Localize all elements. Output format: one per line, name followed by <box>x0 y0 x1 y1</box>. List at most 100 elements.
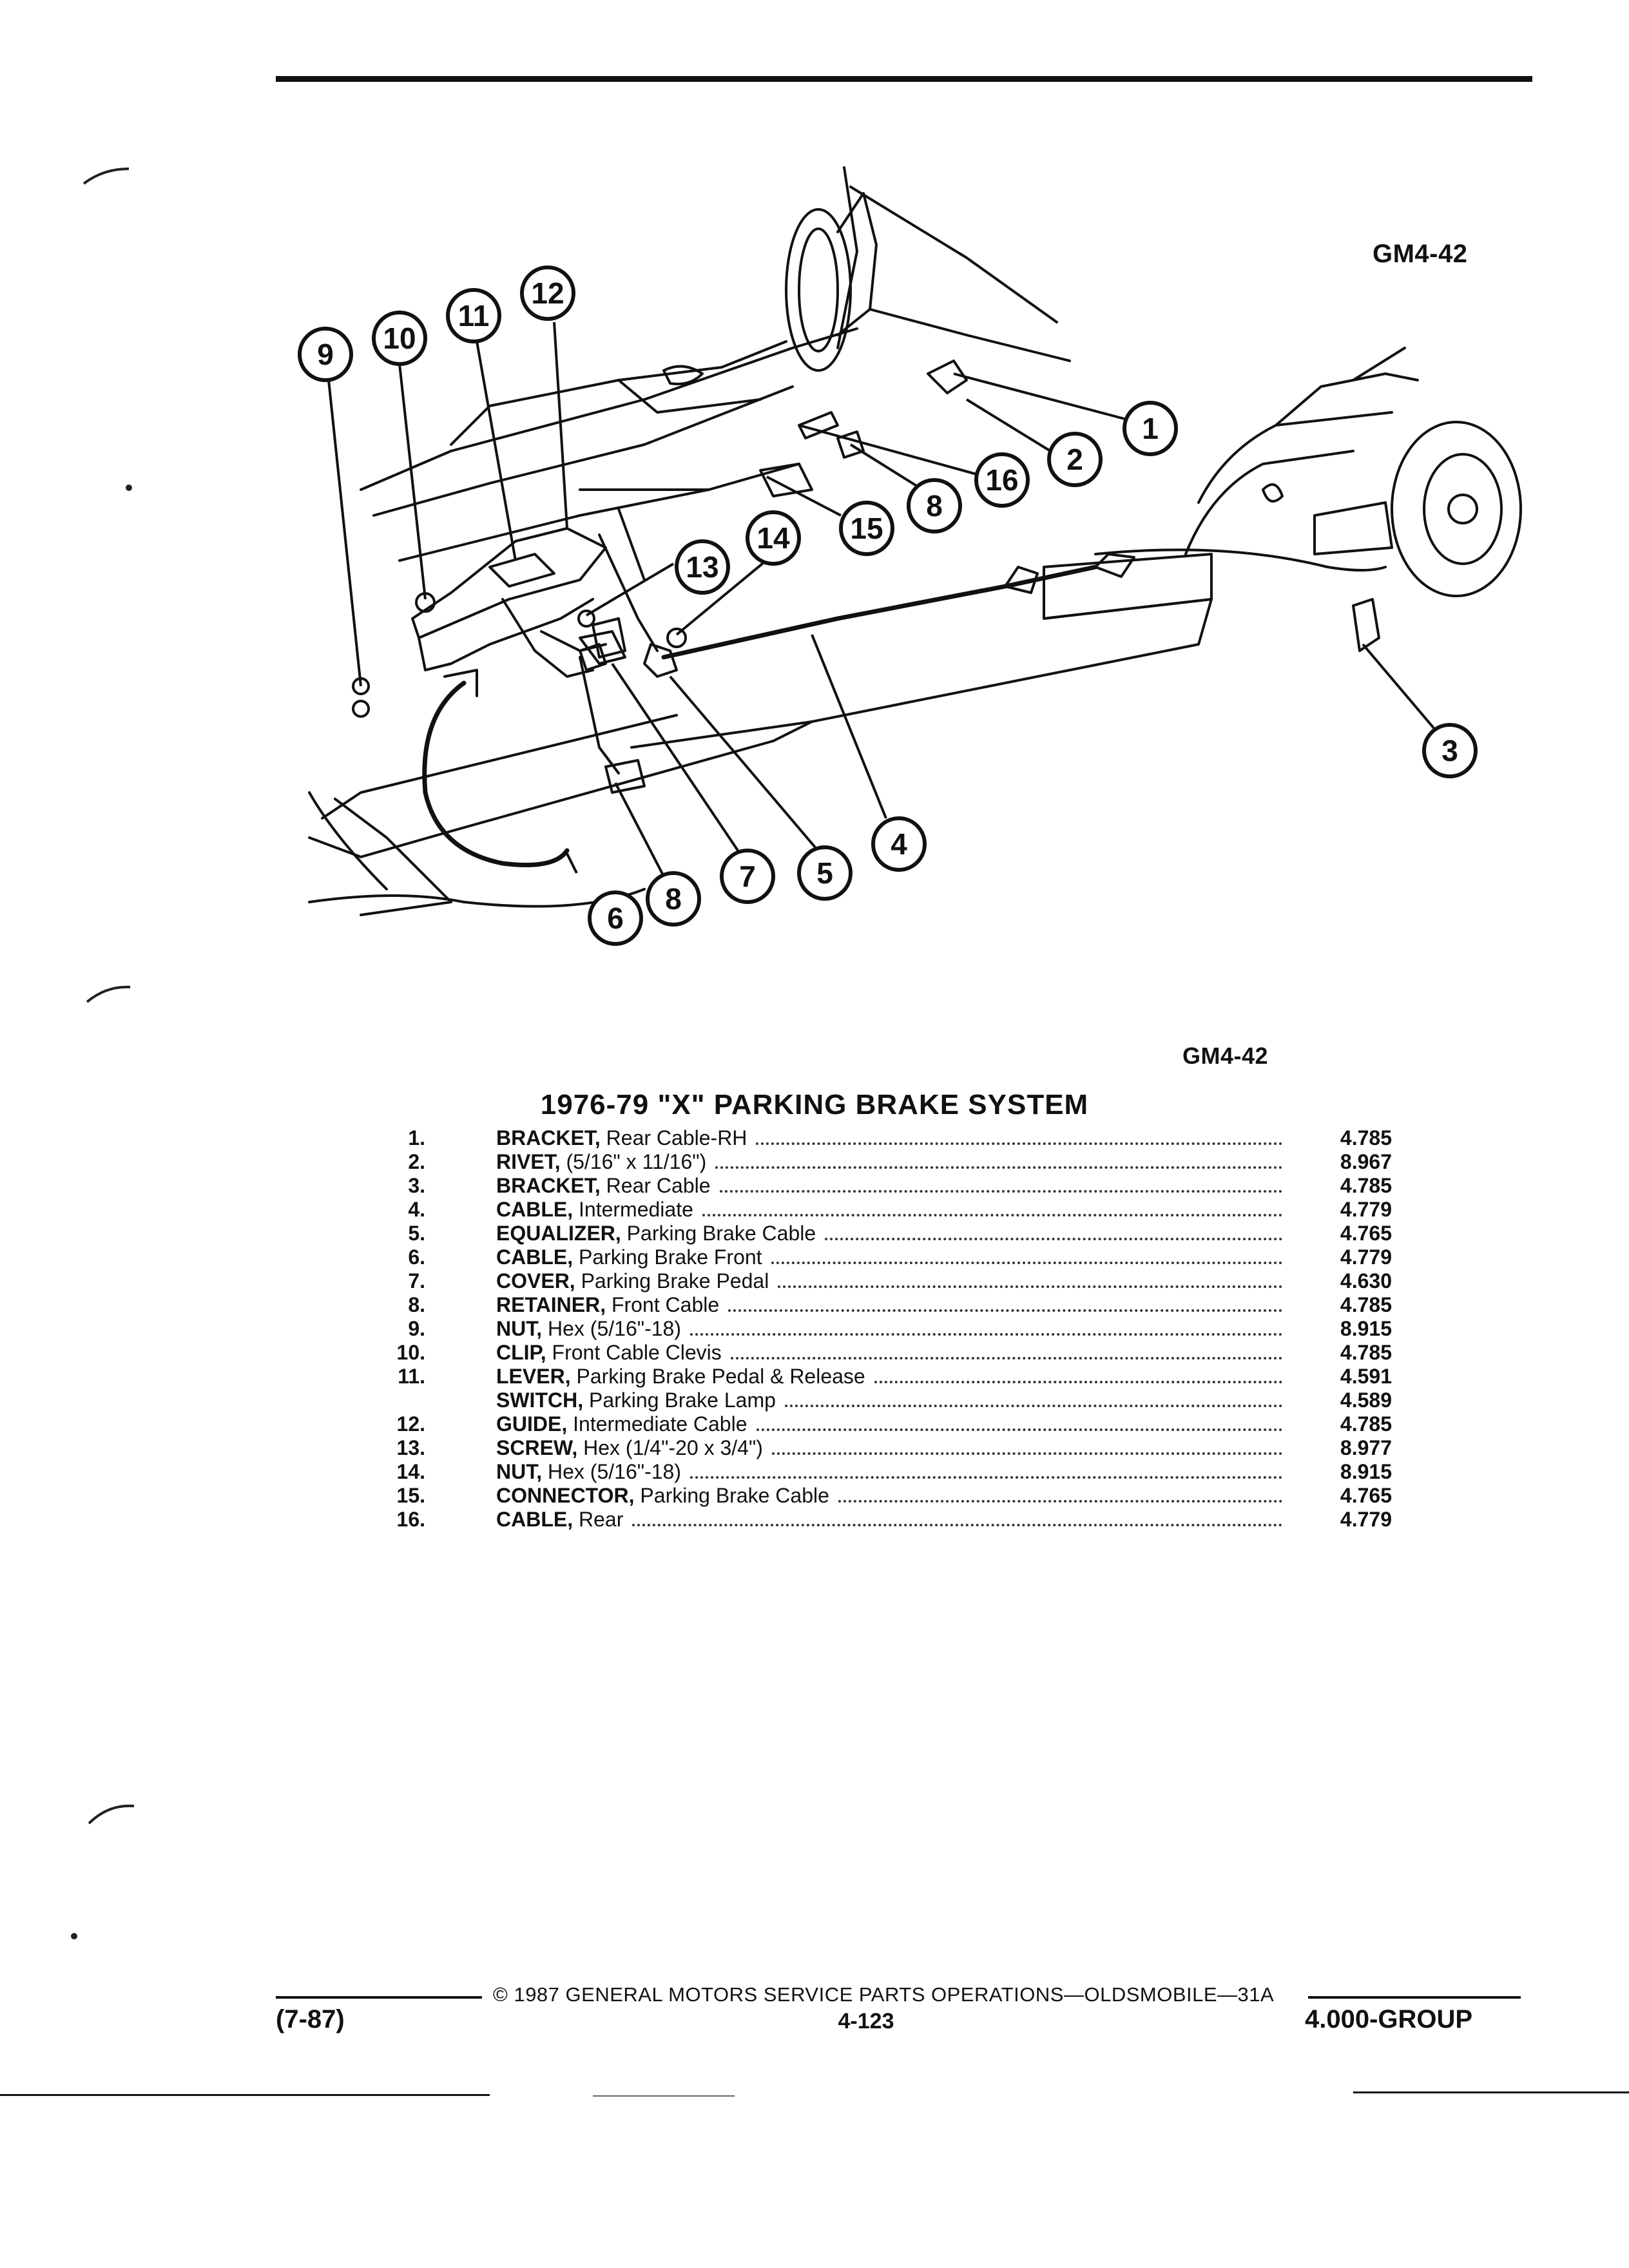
svg-text:12: 12 <box>531 276 564 310</box>
item-group-number: 4.779 <box>1340 1508 1392 1531</box>
item-description: CLIP, Front Cable Clevis <box>496 1341 722 1365</box>
item-name: COVER, <box>496 1269 575 1293</box>
item-detail: Hex (5/16"-18) <box>542 1460 681 1483</box>
svg-text:13: 13 <box>686 550 718 584</box>
item-description: LEVER, Parking Brake Pedal & Release <box>496 1365 865 1389</box>
item-number: 10. <box>396 1341 425 1364</box>
revision-date: (7-87) <box>276 2005 345 2033</box>
parts-list-row: 2.RIVET, (5/16" x 11/16")8.967 <box>361 1150 1392 1174</box>
item-number: 3. <box>408 1174 425 1197</box>
item-group-number: 4.765 <box>1340 1222 1392 1245</box>
leader-dots <box>874 1365 1282 1383</box>
callout-13: 13 <box>675 539 730 595</box>
item-description: CONNECTOR, Parking Brake Cable <box>496 1484 829 1508</box>
item-description: NUT, Hex (5/16"-18) <box>496 1460 681 1484</box>
leader-dots <box>756 1413 1282 1431</box>
svg-text:14: 14 <box>757 521 790 555</box>
parking-brake-diagram: 1 2 3 4 5 6 7 8 8 9 10 11 12 13 14 15 16 <box>0 0 1629 1018</box>
diagram-linework <box>308 166 1522 916</box>
item-detail: Parking Brake Front <box>573 1245 762 1269</box>
svg-text:6: 6 <box>607 901 624 935</box>
svg-text:3: 3 <box>1441 734 1458 767</box>
svg-text:15: 15 <box>850 512 883 545</box>
item-name: RETAINER, <box>496 1293 606 1316</box>
item-name: BRACKET, <box>496 1174 601 1197</box>
figure-code-bottom: GM4-42 <box>1182 1043 1269 1069</box>
item-name: BRACKET, <box>496 1126 601 1149</box>
item-group-number: 8.967 <box>1340 1150 1392 1173</box>
callout-8-upper: 8 <box>907 478 962 533</box>
svg-text:4: 4 <box>891 827 907 861</box>
item-name: NUT, <box>496 1460 543 1483</box>
parts-list-row: 16. CABLE, Rear 4.779 <box>361 1508 1392 1532</box>
item-group-number: 4.785 <box>1340 1412 1392 1436</box>
leader-dots <box>771 1437 1282 1455</box>
item-description: CABLE, Rear <box>496 1508 623 1532</box>
callout-1: 1 <box>1123 401 1178 456</box>
item-detail: Front Cable <box>606 1293 720 1316</box>
callout-11: 11 <box>446 288 501 343</box>
item-name: CABLE, <box>496 1198 574 1221</box>
leader-dots <box>719 1175 1282 1193</box>
leader-dots <box>838 1485 1282 1503</box>
leader-dots <box>728 1294 1282 1312</box>
item-description: CABLE, Intermediate <box>496 1198 693 1222</box>
item-detail: Parking Brake Cable <box>634 1484 829 1507</box>
item-detail: Front Cable Clevis <box>546 1341 722 1364</box>
item-number: 2. <box>408 1150 425 1173</box>
item-number: 7. <box>408 1269 425 1293</box>
item-description: CABLE, Parking Brake Front <box>496 1245 762 1269</box>
item-number: 6. <box>408 1245 425 1269</box>
item-number: 14. <box>396 1460 425 1483</box>
group-label: 4.000-GROUP <box>1305 2005 1473 2033</box>
svg-text:11: 11 <box>458 299 490 332</box>
item-description: GUIDE, Intermediate Cable <box>496 1412 747 1436</box>
svg-text:5: 5 <box>816 856 833 890</box>
item-detail: Hex (1/4"-20 x 3/4") <box>577 1436 763 1459</box>
item-number: 15. <box>396 1484 425 1507</box>
callout-2: 2 <box>1047 432 1103 487</box>
svg-text:7: 7 <box>739 860 756 893</box>
callout-14: 14 <box>746 510 801 566</box>
item-detail: Rear Cable-RH <box>600 1126 747 1149</box>
item-number: 16. <box>396 1508 425 1531</box>
svg-text:1: 1 <box>1142 412 1159 445</box>
leader-dots <box>778 1270 1282 1288</box>
callout-10: 10 <box>372 311 427 366</box>
callout-16: 16 <box>974 452 1030 508</box>
leader-dots <box>730 1341 1282 1360</box>
item-group-number: 4.591 <box>1340 1365 1392 1388</box>
svg-text:9: 9 <box>317 338 334 371</box>
item-number: 4. <box>408 1198 425 1221</box>
item-description: COVER, Parking Brake Pedal <box>496 1269 769 1293</box>
item-name: RIVET, <box>496 1150 561 1173</box>
item-group-number: 8.915 <box>1340 1460 1392 1483</box>
leader-dots <box>771 1246 1282 1264</box>
item-description: SWITCH, Parking Brake Lamp <box>496 1389 776 1412</box>
bottom-scan-line-mid <box>593 2095 735 2097</box>
item-name: CABLE, <box>496 1245 574 1269</box>
leader-dots <box>690 1461 1282 1479</box>
top-rule <box>276 76 1532 82</box>
item-detail: Rear <box>573 1508 624 1531</box>
item-number: 13. <box>396 1436 425 1459</box>
item-detail: Rear Cable <box>600 1174 711 1197</box>
callout-12: 12 <box>520 265 575 321</box>
item-name: GUIDE, <box>496 1412 568 1436</box>
item-detail: Intermediate Cable <box>567 1412 747 1436</box>
item-name: EQUALIZER, <box>496 1222 621 1245</box>
callout-6: 6 <box>588 890 643 946</box>
item-number: 8. <box>408 1293 425 1316</box>
item-name: SCREW, <box>496 1436 578 1459</box>
item-number: 9. <box>408 1317 425 1340</box>
parts-list-row: 13.SCREW, Hex (1/4"-20 x 3/4")8.977 <box>361 1436 1392 1460</box>
